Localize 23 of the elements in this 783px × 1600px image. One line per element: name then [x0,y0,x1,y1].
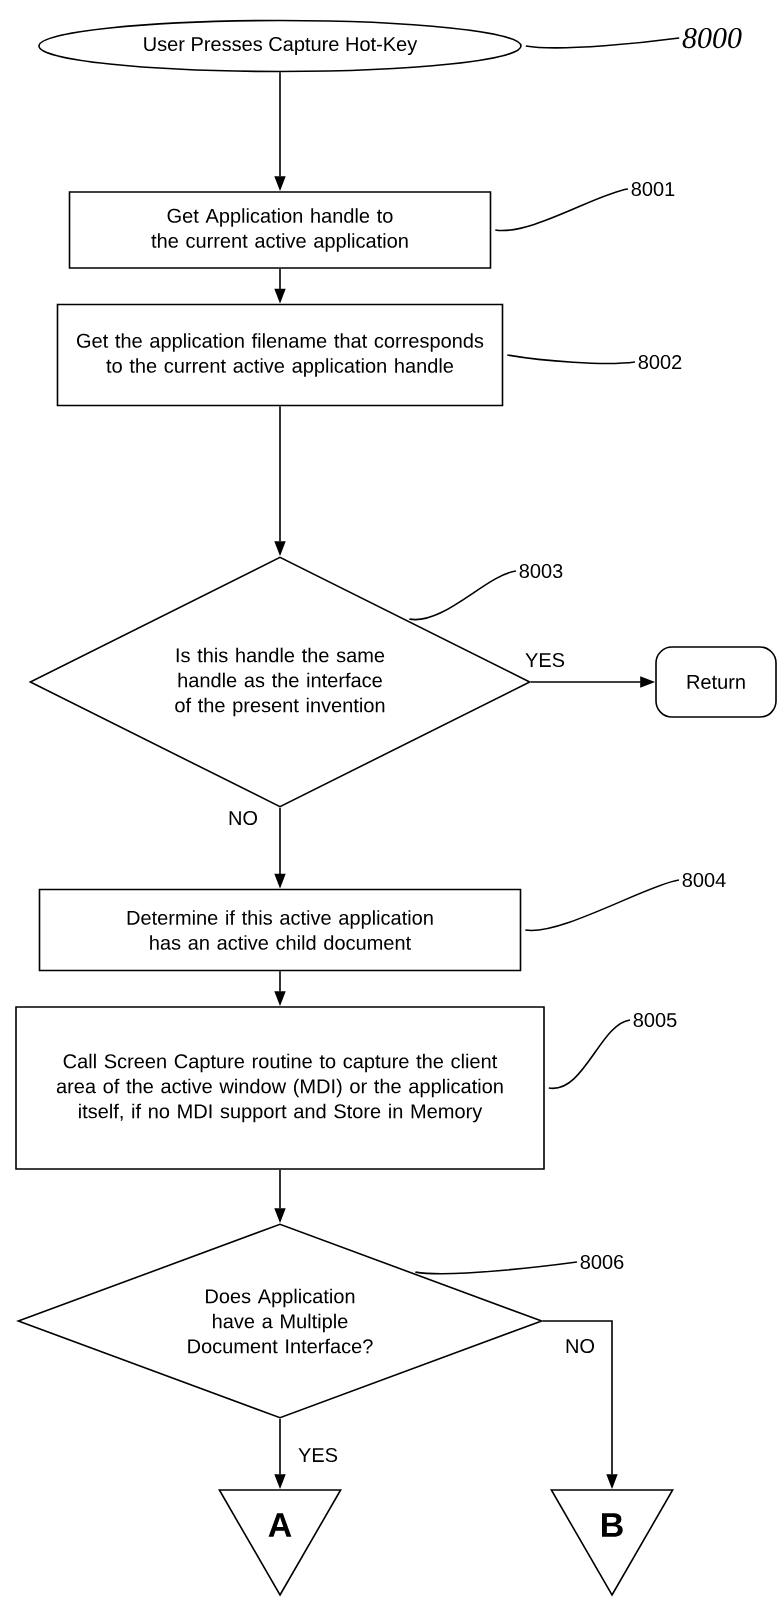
callout-number: 8004 [682,872,726,888]
callout-number: 8000 [682,27,742,49]
callout-number: 8006 [580,1254,624,1270]
edge-label: NO [563,1336,597,1356]
process-box: Get Application handle to the current active application [68,191,492,269]
leader-line [414,1261,578,1275]
callout-number: 8002 [638,354,682,370]
callout-number: 8001 [631,181,675,197]
process-box: Get the application filename that corresponds to the current active application handle [56,303,504,407]
edge-label: YES [523,650,567,670]
process-box: Call Screen Capture routine to capture the client area of the active window (MDI) or the application itself, if no MDI support and Store in Memory [15,1006,545,1170]
leader-line [525,37,680,49]
edge-label: YES [296,1445,340,1465]
process-box: Determine if this active application has an active child document [38,888,522,972]
leader-line [408,570,517,621]
leader-line [506,354,636,365]
callout-number: 8005 [633,1012,677,1028]
edge-label: NO [226,808,260,828]
terminal-box: Return [655,646,777,718]
leader-line [524,879,680,932]
callout-number: 8003 [519,563,563,579]
leader-line [548,1019,631,1089]
leader-line [494,188,629,232]
